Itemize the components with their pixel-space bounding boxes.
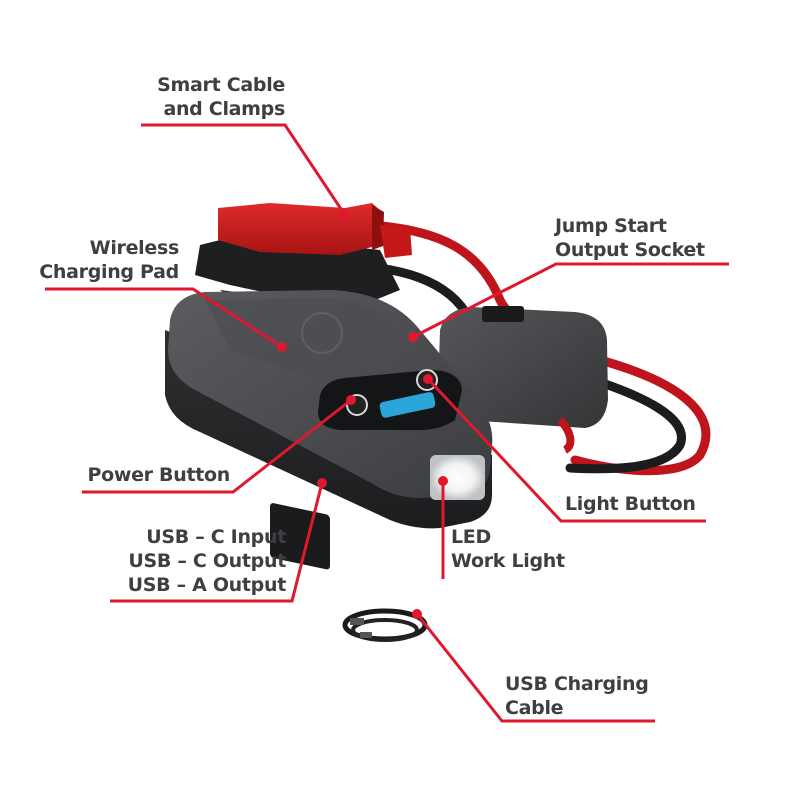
callout-line: Charging Pad — [39, 261, 179, 283]
callout-usb-ports: USB – C Input USB – C Output USB – A Out… — [127, 525, 287, 597]
led-icon — [430, 455, 485, 500]
leader-dots — [277, 210, 448, 619]
callout-line: Smart Cable — [157, 74, 285, 96]
callout-line: USB Charging — [505, 673, 649, 695]
callout-led-light: LED Work Light — [451, 525, 565, 573]
callout-light-button: Light Button — [565, 492, 696, 516]
power-pack — [165, 290, 493, 570]
callout-wireless-pad: Wireless Charging Pad — [39, 236, 179, 284]
leader-lines — [45, 123, 729, 723]
callout-line: LED — [451, 526, 491, 548]
callout-line: Light Button — [565, 493, 696, 515]
callout-line: Output Socket — [555, 239, 705, 261]
callout-smart-cable: Smart Cable and Clamps — [157, 73, 285, 121]
callout-line: USB – C Input — [146, 526, 286, 548]
callout-line: Cable — [505, 697, 564, 719]
callout-line: USB – C Output — [128, 550, 286, 572]
callout-line: Jump Start — [555, 215, 667, 237]
callout-power-button: Power Button — [87, 463, 230, 487]
jump-start-box — [438, 306, 608, 454]
callout-usb-cable: USB Charging Cable — [505, 672, 649, 720]
callout-line: Power Button — [87, 464, 230, 486]
callout-line: and Clamps — [163, 98, 285, 120]
callout-line: Wireless — [89, 237, 180, 259]
callout-jump-start-socket: Jump Start Output Socket — [555, 214, 705, 262]
callout-line: Work Light — [451, 550, 565, 572]
callout-line: USB – A Output — [127, 574, 287, 596]
